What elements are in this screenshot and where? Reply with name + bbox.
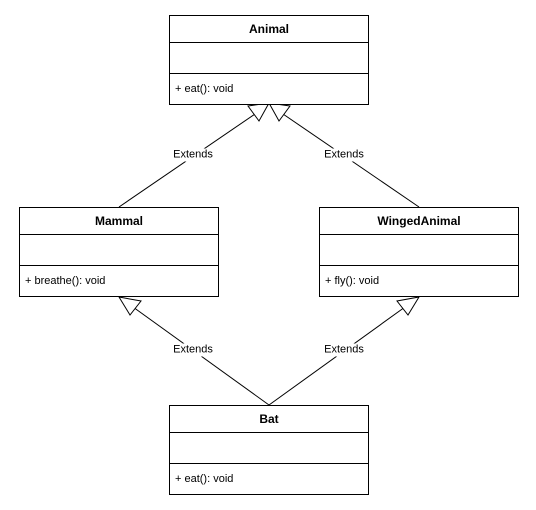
class-attributes-section <box>170 433 368 464</box>
generalization-arrowhead <box>396 296 421 316</box>
class-box-winged-animal[interactable]: WingedAnimal + fly(): void <box>319 207 519 297</box>
class-name: WingedAnimal <box>320 208 518 235</box>
class-box-mammal[interactable]: Mammal + breathe(): void <box>19 207 219 297</box>
class-name: Animal <box>170 16 368 43</box>
edge-label-bat-mammal: Extends <box>172 343 214 357</box>
class-box-animal[interactable]: Animal + eat(): void <box>169 15 369 105</box>
generalization-arrowhead <box>247 102 270 122</box>
edge-label-winged-animal: Extends <box>323 148 365 162</box>
edge-label-bat-winged: Extends <box>323 343 365 357</box>
class-operation: + breathe(): void <box>25 275 106 287</box>
class-operation: + eat(): void <box>175 473 234 485</box>
generalization-arrowhead <box>268 102 291 122</box>
class-operation: + fly(): void <box>325 275 380 287</box>
generalization-arrowhead <box>117 296 142 316</box>
class-operation: + eat(): void <box>175 83 234 95</box>
class-box-bat[interactable]: Bat + eat(): void <box>169 405 369 495</box>
edge-label-mammal-animal: Extends <box>172 148 214 162</box>
class-attributes-section <box>20 235 218 266</box>
class-name: Bat <box>170 406 368 433</box>
class-attributes-section <box>320 235 518 266</box>
class-name: Mammal <box>20 208 218 235</box>
class-attributes-section <box>170 43 368 74</box>
